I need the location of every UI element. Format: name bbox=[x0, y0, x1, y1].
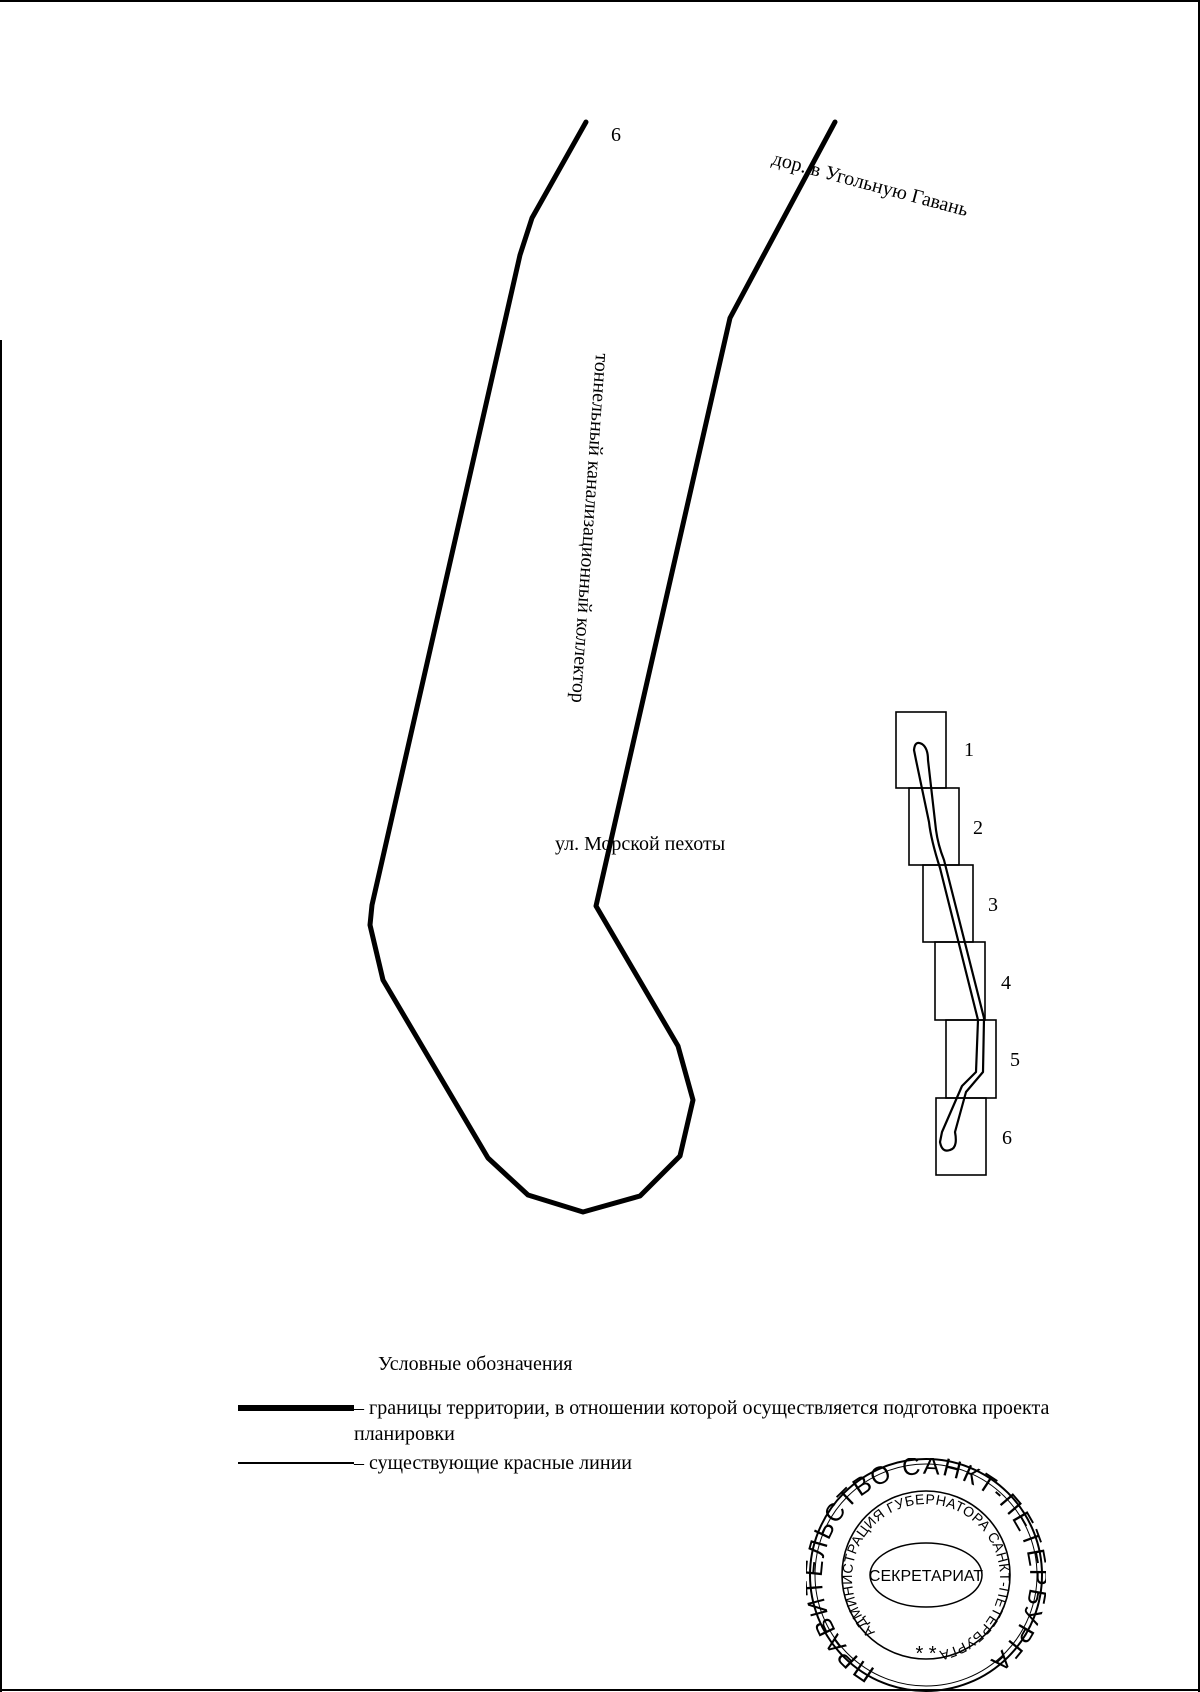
key-map-number-5: 5 bbox=[1010, 1049, 1020, 1071]
frame-left-edge bbox=[0, 340, 2, 1692]
sheet-index-label-top: 6 bbox=[611, 124, 621, 146]
seal-inner-ring bbox=[841, 1490, 1011, 1660]
frame-top-edge bbox=[0, 0, 1200, 2]
legend-swatch-thin-line bbox=[238, 1450, 354, 1476]
official-seal-stamp: ПРАВИТЕЛЬСТВО САНКТ-ПЕТЕРБУРГА АДМИНИСТР… bbox=[806, 1458, 1046, 1692]
seal-center-text: СЕКРЕТАРИАТ bbox=[869, 1568, 983, 1585]
key-map-sheet-4 bbox=[934, 941, 986, 1021]
tunnel-collector-label: тоннельный канализационный коллектор bbox=[567, 353, 613, 704]
key-map-sheet-6 bbox=[935, 1097, 987, 1176]
key-map-number-2: 2 bbox=[973, 817, 983, 839]
territory-boundary bbox=[367, 119, 838, 1215]
seal-middle-ring bbox=[814, 1463, 1038, 1687]
seal-center-ring bbox=[869, 1542, 983, 1608]
key-map-number-4: 4 bbox=[1001, 972, 1011, 994]
legend-item-boundary: – границы территории, в отношении которо… bbox=[238, 1395, 1074, 1447]
frame-right-edge bbox=[1198, 0, 1200, 1692]
key-map-outline bbox=[912, 741, 986, 1152]
legend-item-red-lines: – существующие красные линии bbox=[238, 1450, 1074, 1476]
street-label: ул. Морской пехоты bbox=[555, 833, 725, 855]
key-map-number-1: 1 bbox=[964, 739, 974, 761]
seal-stars: * * bbox=[915, 1643, 936, 1665]
key-map-number-3: 3 bbox=[988, 894, 998, 916]
frame-bottom-edge bbox=[0, 1689, 1200, 1691]
legend-item-red-lines-text: – существующие красные линии bbox=[354, 1452, 632, 1474]
legend-swatch-thick-line bbox=[238, 1395, 354, 1421]
key-map: 1 2 3 4 5 6 bbox=[895, 711, 1020, 1176]
key-map-number-6: 6 bbox=[1002, 1127, 1012, 1149]
key-map-sheet-2 bbox=[908, 787, 960, 866]
key-map-sheet-1 bbox=[895, 711, 947, 789]
seal-outer-ring bbox=[809, 1458, 1043, 1692]
legend-title: Условные обозначения bbox=[378, 1353, 573, 1375]
legend-item-boundary-text: – границы территории, в отношении которо… bbox=[354, 1397, 1050, 1445]
